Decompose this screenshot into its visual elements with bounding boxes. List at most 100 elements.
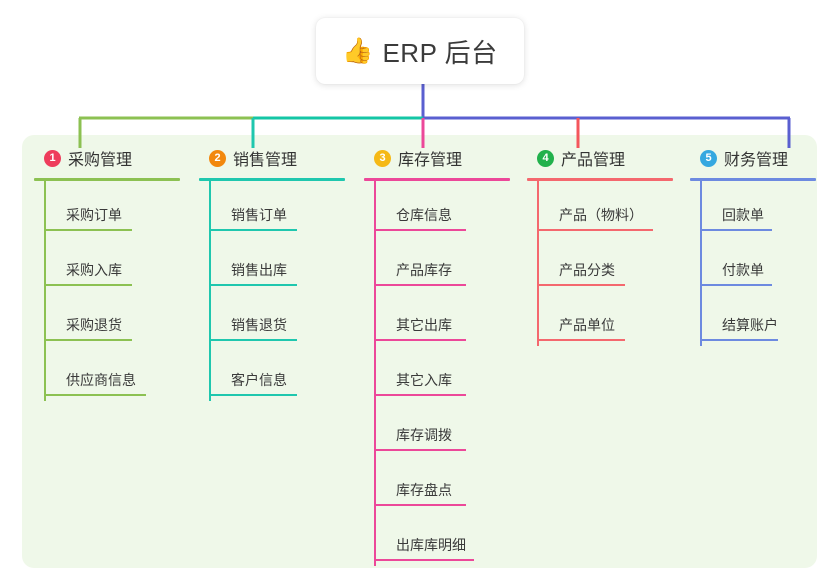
list-item-underline	[700, 284, 772, 286]
list-item-underline	[700, 229, 772, 231]
list-item-underline	[44, 284, 132, 286]
root-node-title: ERP 后台	[382, 37, 498, 68]
list-item-label: 销售出库	[231, 262, 287, 278]
list-item-underline	[374, 449, 466, 451]
list-item-label: 客户信息	[231, 372, 287, 388]
list-item-label: 出库库明细	[396, 537, 466, 553]
list-item[interactable]: 其它出库	[374, 291, 514, 346]
list-item-underline	[537, 339, 625, 341]
list-item[interactable]: 采购入库	[44, 236, 184, 291]
column-title-1: 采购管理	[68, 152, 133, 169]
column-rule-2	[199, 178, 345, 181]
list-item[interactable]: 供应商信息	[44, 346, 184, 401]
column-rule-5	[690, 178, 816, 181]
list-item-label: 库存盘点	[396, 482, 452, 498]
list-item-label: 其它入库	[396, 372, 452, 388]
list-item-label: 销售退货	[231, 317, 287, 333]
column-items-4: 产品（物料） 产品分类产品单位	[537, 181, 677, 346]
list-item-label: 产品单位	[559, 317, 615, 333]
list-item[interactable]: 销售退货	[209, 291, 349, 346]
list-item-underline	[537, 284, 625, 286]
column-1: 1 采购管理采购订单采购入库采购退货供应商信息	[34, 146, 184, 401]
list-item-underline	[374, 229, 466, 231]
list-item-underline	[209, 284, 297, 286]
list-item-label: 产品库存	[396, 262, 452, 278]
column-title-2: 销售管理	[233, 152, 298, 169]
list-item[interactable]: 采购订单	[44, 181, 184, 236]
list-item-underline	[374, 504, 466, 506]
column-rule-4	[527, 178, 673, 181]
column-title-3: 库存管理	[398, 152, 463, 169]
column-items-2: 销售订单销售出库销售退货客户信息	[209, 181, 349, 401]
list-item[interactable]: 产品库存	[374, 236, 514, 291]
list-item-label: 供应商信息	[66, 372, 136, 388]
column-spine-3	[374, 181, 376, 566]
column-spine-2	[209, 181, 211, 401]
column-4: 4 产品管理产品（物料） 产品分类产品单位	[527, 146, 677, 346]
column-header-3[interactable]: 3 库存管理	[364, 146, 514, 170]
list-item[interactable]: 付款单	[700, 236, 820, 291]
list-item-underline	[374, 284, 466, 286]
list-item[interactable]: 出库库明细	[374, 511, 514, 566]
column-badge-1: 1	[44, 149, 61, 167]
column-2: 2 销售管理销售订单销售出库销售退货客户信息	[199, 146, 349, 401]
list-item-underline	[209, 229, 297, 231]
list-item-label: 采购订单	[66, 207, 122, 223]
column-rule-3	[364, 178, 510, 181]
column-items-1: 采购订单采购入库采购退货供应商信息	[44, 181, 184, 401]
column-rule-1	[34, 178, 180, 181]
diagram-panel	[22, 135, 817, 568]
list-item-underline	[44, 339, 132, 341]
list-item-underline	[44, 229, 132, 231]
column-spine-4	[537, 181, 539, 346]
list-item-underline	[44, 394, 146, 396]
list-item-label: 产品分类	[559, 262, 615, 278]
column-badge-3: 3	[374, 149, 391, 167]
list-item[interactable]: 采购退货	[44, 291, 184, 346]
column-title-5: 财务管理	[724, 152, 789, 169]
thumbs-up-icon: 👍	[342, 36, 374, 65]
column-title-4: 产品管理	[561, 152, 626, 169]
list-item[interactable]: 销售出库	[209, 236, 349, 291]
column-header-4[interactable]: 4 产品管理	[527, 146, 677, 170]
list-item-label: 仓库信息	[396, 207, 452, 223]
column-5: 5 财务管理回款单付款单结算账户	[690, 146, 820, 346]
list-item-label: 付款单	[722, 262, 764, 278]
column-badge-5: 5	[700, 149, 717, 167]
list-item[interactable]: 库存盘点	[374, 456, 514, 511]
column-spine-1	[44, 181, 46, 401]
list-item[interactable]: 其它入库	[374, 346, 514, 401]
list-item-underline	[374, 394, 466, 396]
column-header-5[interactable]: 5 财务管理	[690, 146, 820, 170]
list-item-label: 回款单	[722, 207, 764, 223]
list-item[interactable]: 产品分类	[537, 236, 677, 291]
list-item-label: 产品（物料）	[559, 207, 643, 223]
list-item[interactable]: 结算账户	[700, 291, 820, 346]
column-spine-5	[700, 181, 702, 346]
column-items-3: 仓库信息产品库存其它出库其它入库库存调拨库存盘点出库库明细	[374, 181, 514, 566]
column-header-1[interactable]: 1 采购管理	[34, 146, 184, 170]
list-item-underline	[374, 339, 466, 341]
list-item-underline	[700, 339, 778, 341]
list-item-label: 其它出库	[396, 317, 452, 333]
list-item-label: 结算账户	[722, 317, 778, 333]
list-item[interactable]: 回款单	[700, 181, 820, 236]
column-items-5: 回款单付款单结算账户	[700, 181, 820, 346]
list-item-underline	[374, 559, 474, 561]
list-item-label: 销售订单	[231, 207, 287, 223]
list-item[interactable]: 产品单位	[537, 291, 677, 346]
root-node-card[interactable]: 👍 ERP 后台	[316, 18, 524, 84]
list-item[interactable]: 仓库信息	[374, 181, 514, 236]
list-item-underline	[537, 229, 653, 231]
list-item[interactable]: 客户信息	[209, 346, 349, 401]
column-badge-2: 2	[209, 149, 226, 167]
list-item-label: 采购退货	[66, 317, 122, 333]
column-badge-4: 4	[537, 149, 554, 167]
list-item-underline	[209, 394, 297, 396]
column-header-2[interactable]: 2 销售管理	[199, 146, 349, 170]
list-item-underline	[209, 339, 297, 341]
list-item[interactable]: 产品（物料）	[537, 181, 677, 236]
list-item[interactable]: 库存调拨	[374, 401, 514, 456]
column-3: 3 库存管理仓库信息产品库存其它出库其它入库库存调拨库存盘点出库库明细	[364, 146, 514, 566]
list-item[interactable]: 销售订单	[209, 181, 349, 236]
